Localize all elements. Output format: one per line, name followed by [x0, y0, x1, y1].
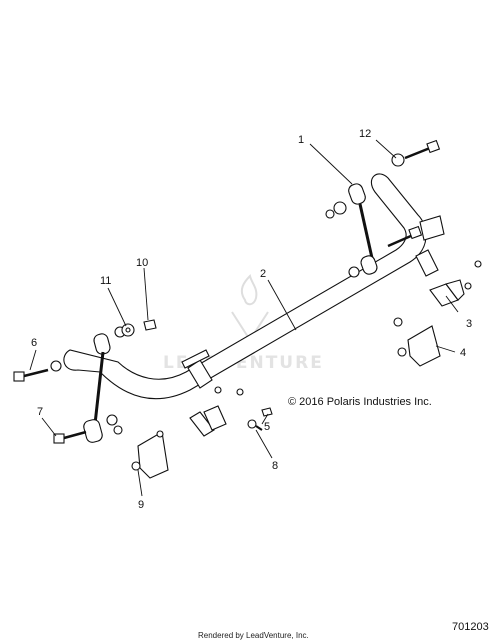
nut-4b: [393, 317, 403, 327]
bolt-small-b: [214, 386, 222, 394]
bushing-rear: [415, 215, 445, 277]
bolt-12: [391, 139, 441, 167]
link-rod-right: [348, 183, 378, 275]
callout-6: 6: [31, 337, 37, 349]
rendered-by-footer: Rendered by LeadVenture, Inc.: [198, 631, 309, 640]
bolt-small-a: [236, 388, 244, 396]
nut-9b: [113, 425, 123, 435]
bolt-5: [261, 407, 273, 417]
nut-10: [143, 319, 157, 331]
callout-5: 5: [264, 421, 270, 433]
callout-12: 12: [359, 128, 371, 140]
callout-11: 11: [100, 275, 111, 287]
callout-7: 7: [37, 406, 43, 418]
bolt-8: [247, 419, 263, 431]
callout-1: 1: [298, 134, 304, 146]
nut-1b: [348, 266, 360, 278]
washer-1: [333, 201, 347, 215]
callout-9: 9: [138, 499, 144, 511]
link-rod-left: [83, 333, 111, 443]
copyright-notice: © 2016 Polaris Industries Inc.: [288, 396, 432, 408]
callout-2: 2: [260, 268, 266, 280]
bushing-lower: [189, 405, 227, 437]
clamp-4: [397, 325, 441, 367]
clamp-9: [131, 430, 169, 479]
callout-8: 8: [272, 460, 278, 472]
nut-left: [106, 414, 118, 426]
callout-4: 4: [460, 347, 466, 359]
bushing-front: [181, 349, 213, 389]
bushing-3: [429, 279, 465, 307]
nut-3a: [474, 260, 482, 268]
callout-3: 3: [466, 318, 472, 330]
callout-10: 10: [136, 257, 148, 269]
bolt-1: [387, 225, 423, 248]
nut-3b: [464, 282, 472, 290]
bolt-7: [53, 430, 87, 444]
bolt-6: [13, 360, 62, 382]
nut-1: [325, 209, 335, 219]
diagram-number: 701203: [452, 621, 489, 633]
leader-lines: [29, 139, 459, 497]
